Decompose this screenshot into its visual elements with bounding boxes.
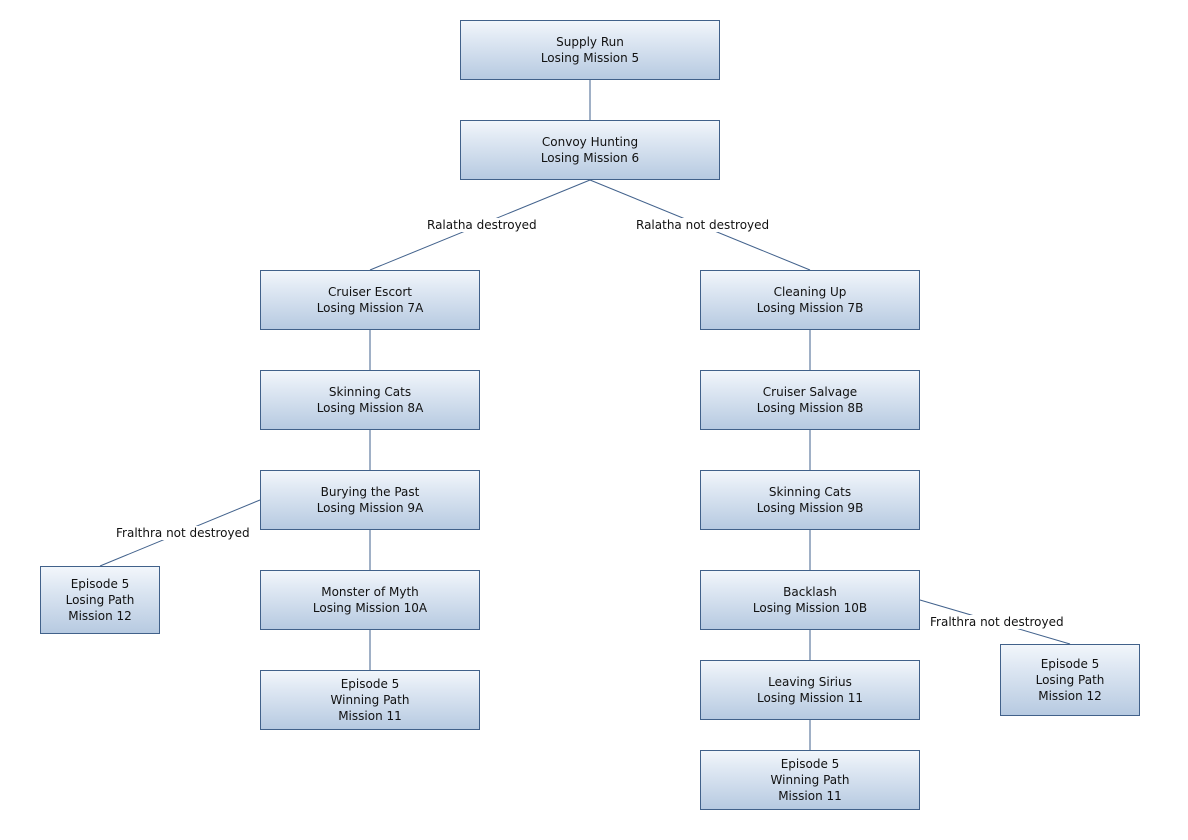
node-label: Convoy Hunting Losing Mission 6	[540, 135, 640, 165]
node-label: Episode 5 Losing Path Mission 12	[65, 577, 135, 623]
node-episode5-winning-path-a: Episode 5 Winning Path Mission 11	[260, 670, 480, 730]
edge-label-fralthra-not-destroyed-right: Fralthra not destroyed	[930, 615, 1064, 629]
node-episode5-losing-path-a: Episode 5 Losing Path Mission 12	[40, 566, 160, 634]
node-skinning-cats-8a: Skinning Cats Losing Mission 8A	[260, 370, 480, 430]
node-cruiser-escort: Cruiser Escort Losing Mission 7A	[260, 270, 480, 330]
edge-label-fralthra-not-destroyed-left: Fralthra not destroyed	[116, 526, 250, 540]
node-episode5-losing-path-b: Episode 5 Losing Path Mission 12	[1000, 644, 1140, 716]
edge-label-ralatha-destroyed: Ralatha destroyed	[427, 218, 537, 232]
node-convoy-hunting: Convoy Hunting Losing Mission 6	[460, 120, 720, 180]
node-label: Episode 5 Winning Path Mission 11	[770, 757, 850, 803]
node-label: Cleaning Up Losing Mission 7B	[756, 285, 864, 315]
node-cruiser-salvage: Cruiser Salvage Losing Mission 8B	[700, 370, 920, 430]
node-label: Monster of Myth Losing Mission 10A	[312, 585, 428, 615]
node-leaving-sirius: Leaving Sirius Losing Mission 11	[700, 660, 920, 720]
node-label: Episode 5 Winning Path Mission 11	[330, 677, 410, 723]
edge-label-ralatha-not-destroyed: Ralatha not destroyed	[636, 218, 770, 232]
node-label: Burying the Past Losing Mission 9A	[316, 485, 424, 515]
node-monster-of-myth: Monster of Myth Losing Mission 10A	[260, 570, 480, 630]
node-episode5-winning-path-b: Episode 5 Winning Path Mission 11	[700, 750, 920, 810]
node-burying-the-past: Burying the Past Losing Mission 9A	[260, 470, 480, 530]
node-label: Episode 5 Losing Path Mission 12	[1035, 657, 1105, 703]
node-supply-run: Supply Run Losing Mission 5	[460, 20, 720, 80]
node-label: Skinning Cats Losing Mission 9B	[756, 485, 864, 515]
node-label: Supply Run Losing Mission 5	[540, 35, 640, 65]
node-label: Skinning Cats Losing Mission 8A	[316, 385, 424, 415]
node-cleaning-up: Cleaning Up Losing Mission 7B	[700, 270, 920, 330]
node-backlash: Backlash Losing Mission 10B	[700, 570, 920, 630]
node-label: Cruiser Escort Losing Mission 7A	[316, 285, 424, 315]
node-label: Leaving Sirius Losing Mission 11	[757, 675, 863, 705]
node-skinning-cats-9b: Skinning Cats Losing Mission 9B	[700, 470, 920, 530]
node-label: Backlash Losing Mission 10B	[752, 585, 868, 615]
node-label: Cruiser Salvage Losing Mission 8B	[756, 385, 864, 415]
